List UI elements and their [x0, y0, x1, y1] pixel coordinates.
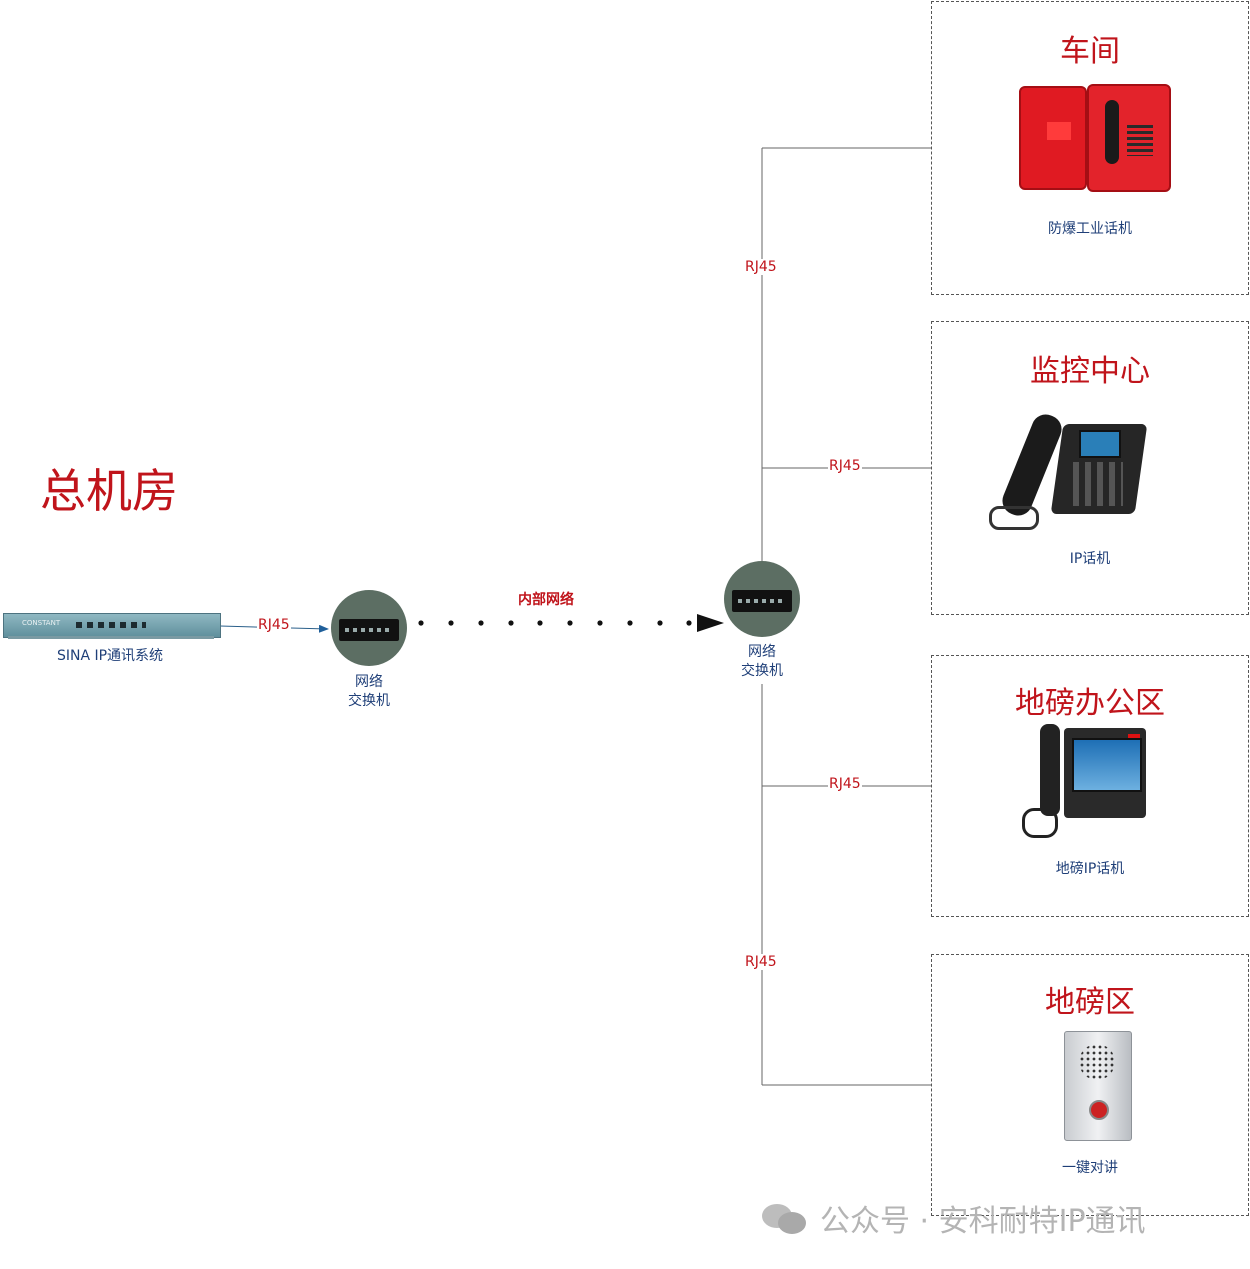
zone-workshop: 车间 防爆工业话机 [931, 1, 1249, 295]
switch-left-label-line2: 交换机 [348, 693, 390, 709]
switch-right-label-line2: 交换机 [741, 663, 783, 679]
server-bottom-strip [8, 636, 214, 639]
zone-workshop-caption: 防爆工业话机 [1048, 221, 1132, 237]
switch-right-label-line1: 网络 [748, 644, 776, 660]
server-ports [76, 622, 146, 628]
main-room-title: 总机房 [40, 464, 178, 518]
zone-weighbridge-office-caption: 地磅IP话机 [1055, 861, 1125, 877]
zone-workshop-title: 车间 [1060, 34, 1120, 69]
zone-weighbridge-area-title: 地磅区 [1045, 985, 1135, 1020]
rj45-label-server: RJ45 [257, 617, 291, 633]
rj45-label-monitor: RJ45 [828, 458, 862, 474]
switch-left-label-line1: 网络 [355, 674, 383, 690]
zone-monitoring-center-caption: IP话机 [1069, 551, 1111, 567]
weighbridge-ip-phone-image [1020, 720, 1150, 838]
zone-weighbridge-area: 地磅区 一键对讲 [931, 954, 1249, 1216]
internal-network-arrowhead [697, 614, 724, 632]
server-brand-text: CONSTANT [22, 619, 61, 627]
server-label: SINA IP通讯系统 [56, 648, 164, 664]
rj45-label-office: RJ45 [828, 776, 862, 792]
watermark: 公众号 · 安科耐特IP通讯 [760, 1196, 1146, 1240]
zone-weighbridge-office: 地磅办公区 地磅IP话机 [931, 655, 1249, 917]
watermark-text: 公众号 · 安科耐特IP通讯 [820, 1204, 1146, 1239]
zone-monitoring-center: 监控中心 IP话机 [931, 321, 1249, 615]
internal-network-label: 内部网络 [518, 592, 574, 608]
switch-right-label: 网络 交换机 [722, 643, 802, 681]
switch-left-label: 网络 交换机 [329, 673, 409, 711]
zone-monitoring-center-title: 监控中心 [1030, 354, 1150, 389]
ip-phone-image [987, 410, 1148, 532]
rj45-label-workshop: RJ45 [744, 259, 778, 275]
rj45-label-weighbridge: RJ45 [744, 954, 778, 970]
zone-weighbridge-area-caption: 一键对讲 [1062, 1160, 1118, 1176]
intercom-panel-image [1064, 1031, 1132, 1141]
network-switch-left-icon [331, 590, 407, 666]
internal-network-dots [418, 620, 692, 626]
zone-weighbridge-office-title: 地磅办公区 [1015, 686, 1165, 721]
explosion-proof-phone-image [1017, 82, 1171, 192]
server-device: CONSTANT [3, 613, 221, 638]
wechat-icon [760, 1200, 808, 1236]
network-switch-right-icon [724, 561, 800, 637]
